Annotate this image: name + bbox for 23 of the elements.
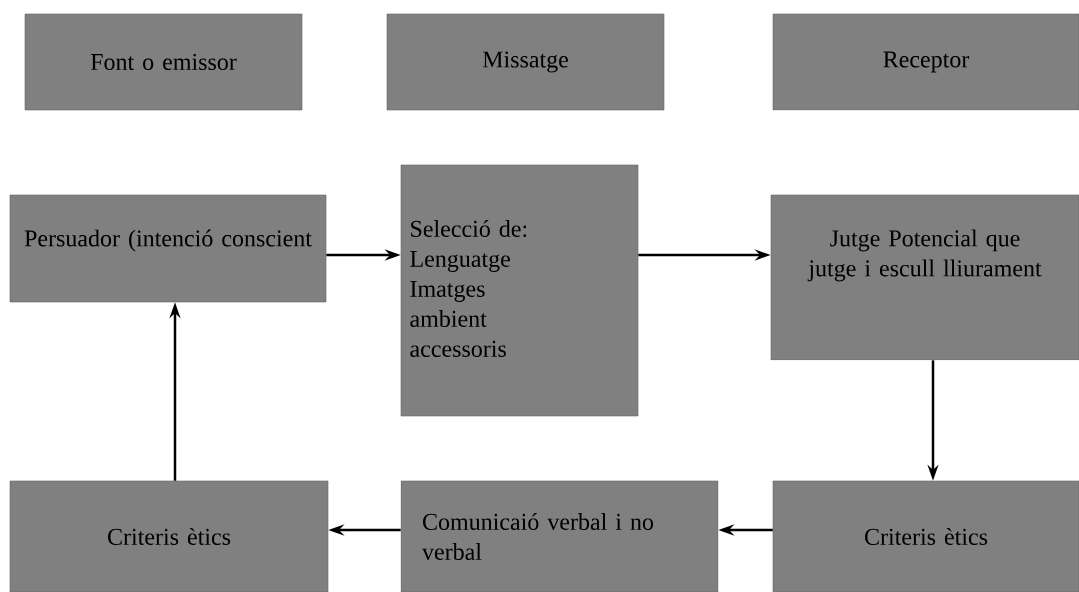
box-text: Persuador (intenció conscient [24,229,312,252]
process-box [400,164,639,417]
node-label: Lenguatge [410,251,510,272]
box-text: Receptor [883,51,970,73]
process-box [386,13,665,111]
box-text: Font o emissor [90,53,237,71]
node-label: ambient [410,310,487,327]
process-box [770,194,1079,361]
node-label: accessoris [410,340,506,357]
box-text: Missatge [482,51,568,73]
box-text: Criteris ètics [108,528,231,545]
process-box [24,13,303,111]
process-box [9,194,327,303]
node-label: Selecció de: [411,220,527,238]
process-box [400,480,719,592]
process-box [772,480,1079,592]
node-label: Imatges [410,281,485,302]
process-box [772,13,1079,111]
box-text: Criteris ètics [865,528,988,545]
box-text: Jutge Potencial que jutge i escull lliurament [807,229,1042,282]
box-text: Selecció de: Lenguatge Imatges ambient accessoris [410,220,527,357]
box-text: Comunicaió verbal i no verbal [422,513,654,560]
process-box [9,480,329,592]
